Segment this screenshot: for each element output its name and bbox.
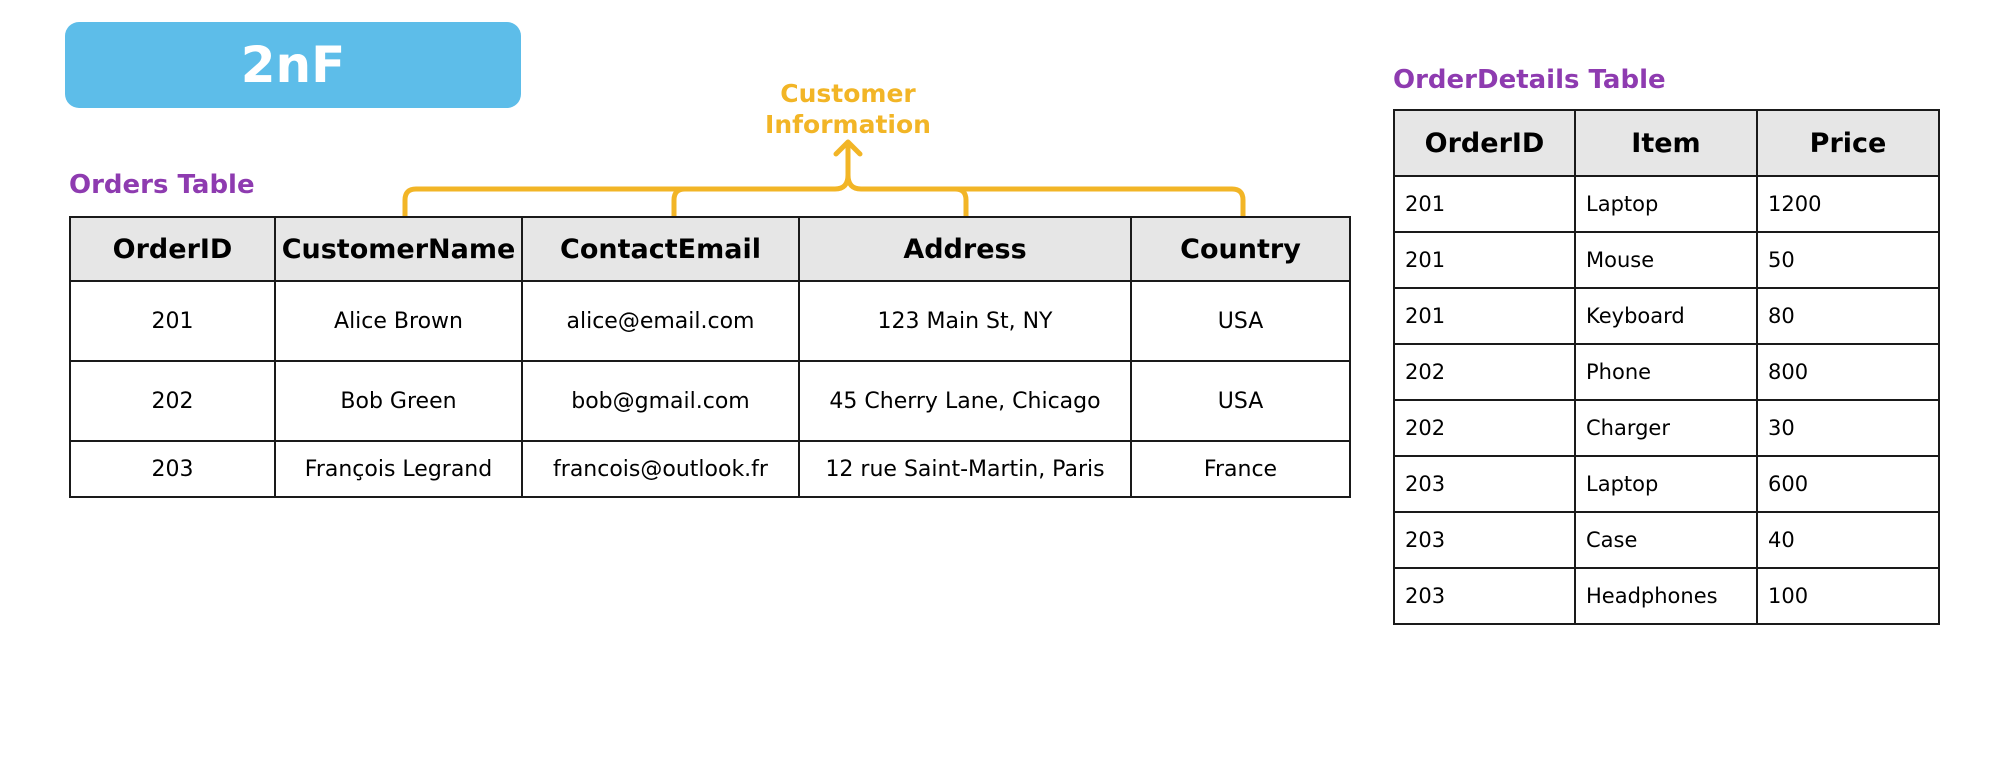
arrow-up-icon xyxy=(833,139,863,157)
table-row: 203 Laptop 600 xyxy=(1393,455,1940,513)
table-cell: Bob Green xyxy=(274,360,523,442)
table-cell: 12 rue Saint-Martin, Paris xyxy=(798,440,1132,498)
table-row: 201 Laptop 1200 xyxy=(1393,175,1940,233)
orders-table: OrderID CustomerName ContactEmail Addres… xyxy=(69,216,1351,498)
table-cell: 50 xyxy=(1756,231,1940,289)
page-title: 2nF xyxy=(65,22,521,108)
orders-header-address: Address xyxy=(798,216,1132,282)
table-cell: 45 Cherry Lane, Chicago xyxy=(798,360,1132,442)
brace-tick-left xyxy=(671,186,688,219)
table-row: 202 Bob Green bob@gmail.com 45 Cherry La… xyxy=(69,360,1351,442)
brace-line xyxy=(402,142,1246,219)
table-row: 203 Case 40 xyxy=(1393,511,1940,569)
details-header-row: OrderID Item Price xyxy=(1393,109,1940,177)
orders-header-contactemail: ContactEmail xyxy=(521,216,800,282)
table-cell: 202 xyxy=(69,360,276,442)
table-cell: Charger xyxy=(1574,399,1758,457)
table-cell: 100 xyxy=(1756,567,1940,625)
order-details-table-label: OrderDetails Table xyxy=(1393,65,1666,95)
table-row: 203 François Legrand francois@outlook.fr… xyxy=(69,440,1351,498)
table-cell: alice@email.com xyxy=(521,280,800,362)
table-cell: Laptop xyxy=(1574,455,1758,513)
table-cell: Laptop xyxy=(1574,175,1758,233)
brace-tick-right xyxy=(952,186,969,219)
orders-header-customername: CustomerName xyxy=(274,216,523,282)
orders-header-orderid: OrderID xyxy=(69,216,276,282)
table-row: 201 Keyboard 80 xyxy=(1393,287,1940,345)
details-header-item: Item xyxy=(1574,109,1758,177)
table-cell: 600 xyxy=(1756,455,1940,513)
table-cell: Mouse xyxy=(1574,231,1758,289)
table-cell: USA xyxy=(1130,280,1351,362)
table-row: 201 Alice Brown alice@email.com 123 Main… xyxy=(69,280,1351,362)
table-cell: 201 xyxy=(1393,175,1576,233)
table-cell: 800 xyxy=(1756,343,1940,401)
table-cell: 30 xyxy=(1756,399,1940,457)
table-cell: 202 xyxy=(1393,343,1576,401)
table-cell: bob@gmail.com xyxy=(521,360,800,442)
table-row: 203 Headphones 100 xyxy=(1393,567,1940,625)
customer-information-label-line2: Information xyxy=(765,110,931,139)
table-cell: Keyboard xyxy=(1574,287,1758,345)
order-details-table: OrderID Item Price 201 Laptop 1200 201 M… xyxy=(1393,109,1940,625)
table-cell: Phone xyxy=(1574,343,1758,401)
table-cell: 203 xyxy=(1393,567,1576,625)
table-cell: 201 xyxy=(1393,231,1576,289)
table-cell: Alice Brown xyxy=(274,280,523,362)
customer-information-label-line1: Customer xyxy=(780,79,916,108)
table-cell: 80 xyxy=(1756,287,1940,345)
orders-header-country: Country xyxy=(1130,216,1351,282)
table-cell: 202 xyxy=(1393,399,1576,457)
table-cell: 123 Main St, NY xyxy=(798,280,1132,362)
table-row: 201 Mouse 50 xyxy=(1393,231,1940,289)
table-cell: Headphones xyxy=(1574,567,1758,625)
table-cell: 1200 xyxy=(1756,175,1940,233)
table-cell: USA xyxy=(1130,360,1351,442)
table-cell: 203 xyxy=(1393,511,1576,569)
details-header-orderid: OrderID xyxy=(1393,109,1576,177)
table-row: 202 Phone 800 xyxy=(1393,343,1940,401)
table-row: 202 Charger 30 xyxy=(1393,399,1940,457)
table-cell: 201 xyxy=(69,280,276,362)
table-cell: 203 xyxy=(1393,455,1576,513)
table-cell: 201 xyxy=(1393,287,1576,345)
table-cell: France xyxy=(1130,440,1351,498)
table-cell: francois@outlook.fr xyxy=(521,440,800,498)
orders-table-label: Orders Table xyxy=(69,170,255,200)
table-cell: 203 xyxy=(69,440,276,498)
table-cell: François Legrand xyxy=(274,440,523,498)
table-cell: Case xyxy=(1574,511,1758,569)
customer-information-label: Customer Information xyxy=(748,78,948,140)
details-header-price: Price xyxy=(1756,109,1940,177)
orders-header-row: OrderID CustomerName ContactEmail Addres… xyxy=(69,216,1351,282)
table-cell: 40 xyxy=(1756,511,1940,569)
